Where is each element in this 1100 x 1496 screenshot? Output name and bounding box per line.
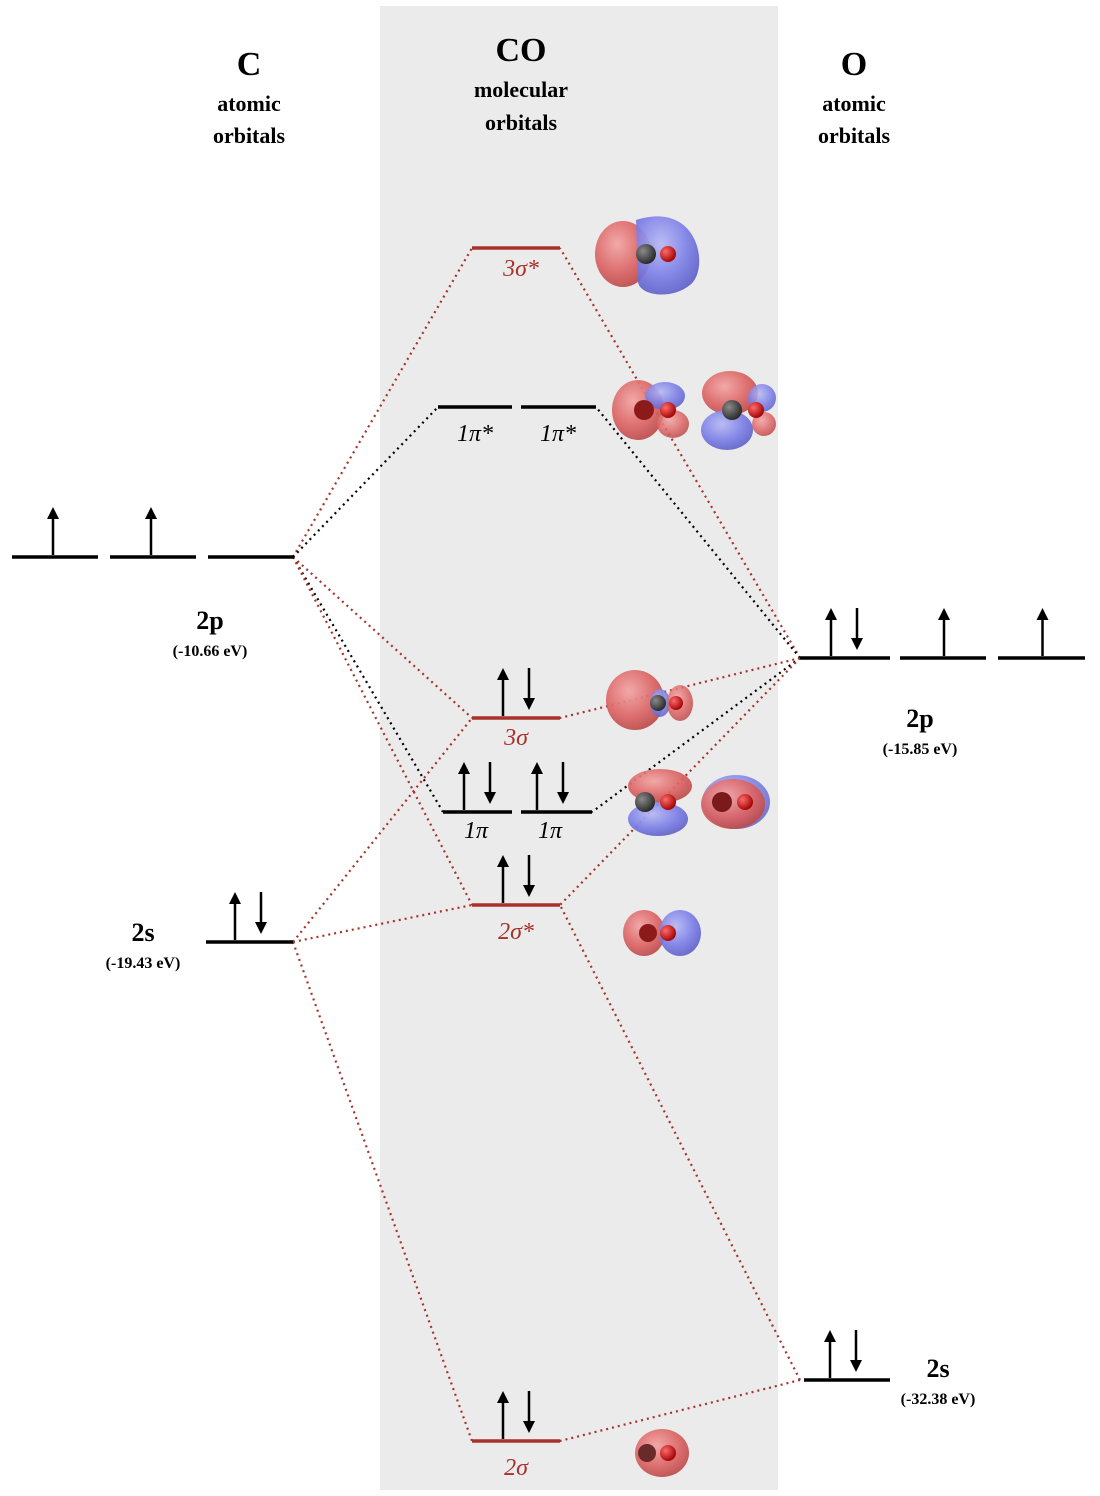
orbital-image-1pi-star-b [701,371,776,450]
oxygen-header: O atomic orbitals [818,46,891,148]
mo-2sigma-star-electron-down [523,855,535,897]
mo-2sigma-star-electron-up [497,855,509,903]
orbital-image-2sigma-star [623,910,701,956]
oxygen-header-line2: orbitals [818,123,891,148]
oxygen-2s-label-group: 2s (-32.38 eV) [901,1354,976,1408]
molecule-header: CO molecular orbitals [474,32,568,135]
mo-3sigma-electron-up [497,668,509,716]
oxygen-2s-label: 2s [926,1354,949,1383]
oxygen-2p-label-group: 2p (-15.85 eV) [883,704,958,758]
mo-label-1pi-star-a: 1π* [457,421,493,447]
energy-levels [12,246,1085,1443]
carbon-header: C atomic orbitals [213,46,286,148]
oxygen-2p-label: 2p [906,704,933,733]
molecular-orbitals-panel [380,6,778,1490]
mo-label-2sigma: 2σ [504,1455,529,1481]
carbon-2s-electron-up [229,892,241,940]
connector-c2s-2sigma-star [292,903,473,944]
oxygen-2p-1-electron-down [851,608,863,650]
connector-c2p-1pi [292,556,444,813]
connector-c2s-2sigma [291,941,474,1442]
oxygen-2p-3-electron-up [1036,608,1049,656]
mo-label-2sigma-star: 2σ* [498,919,534,945]
oxygen-2p-1-electron-up [825,608,837,656]
mo-2sigma-electron-down [523,1391,535,1433]
molecule-header-line1: molecular [474,77,568,102]
carbon-2p-label: 2p [196,606,223,635]
orbital-image-1pi-b [701,775,770,829]
oxygen-2s-electron-down [850,1330,862,1372]
mo-label-1pi-b: 1π [538,818,563,844]
molecule-header-line2: orbitals [485,110,558,135]
mo-3sigma-electron-down [523,668,535,710]
mo-label-3sigma: 3σ [503,725,529,751]
mo-label-3sigma-star: 3σ* [502,256,539,282]
electron-arrows [47,507,1049,1439]
carbon-2p-energy: (-10.66 eV) [173,643,248,660]
oxygen-2s-electron-up [824,1330,836,1378]
molecule-symbol: CO [496,32,547,69]
mo-1pi-a-electron-down [484,762,496,804]
carbon-symbol: C [237,46,262,83]
connector-c2p-3sigma [292,556,473,719]
carbon-2p-2-electron-up [145,507,157,555]
mo-label-1pi-star-b: 1π* [540,421,576,447]
connector-o2p-1pi [591,657,801,813]
mo-1pi-a-electron-up [458,762,470,810]
oxygen-2s-energy: (-32.38 eV) [901,1391,976,1408]
orbital-image-2sigma [635,1429,689,1477]
mo-1pi-b-electron-down [557,762,569,804]
orbital-image-1pi-star-a [612,380,689,440]
carbon-2s-label: 2s [131,918,154,947]
carbon-2p-label-group: 2p (-10.66 eV) [173,606,248,660]
orbital-image-3sigma-star [595,216,700,295]
oxygen-2p-2-electron-up [938,608,950,656]
correlation-lines [291,247,801,1443]
carbon-header-line2: orbitals [213,123,286,148]
orbital-image-3sigma [606,670,693,730]
carbon-2p-1-electron-up [47,507,59,555]
carbon-2s-electron-down [255,892,267,934]
carbon-2s-energy: (-19.43 eV) [106,955,181,972]
mo-label-1pi-a: 1π [464,818,489,844]
connector-o2p-3sigma-star [559,247,801,659]
carbon-header-line1: atomic [217,91,281,116]
carbon-2s-label-group: 2s (-19.43 eV) [106,918,181,972]
oxygen-2p-energy: (-15.85 eV) [883,741,958,758]
orbital-images [595,216,776,1477]
orbital-image-1pi-a [628,769,692,836]
oxygen-symbol: O [841,46,867,83]
oxygen-header-line1: atomic [822,91,886,116]
mo-1pi-b-electron-up [531,762,543,810]
mo-2sigma-electron-up [497,1391,509,1439]
